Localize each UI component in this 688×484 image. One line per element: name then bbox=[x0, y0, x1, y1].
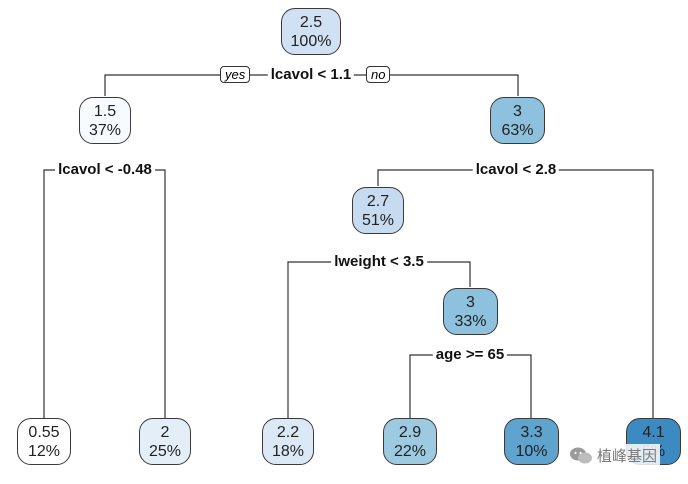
tree-leaf-n10: 3.3 10% bbox=[504, 418, 559, 465]
split-label-root: lcavol < 1.1 bbox=[267, 66, 355, 84]
tree-node-root: 2.5 100% bbox=[281, 8, 341, 55]
node-percent: 25% bbox=[148, 442, 182, 460]
wechat-icon bbox=[570, 447, 592, 463]
node-value: 2 bbox=[160, 423, 170, 441]
tree-leaf-n5: 2 25% bbox=[139, 418, 191, 465]
watermark-text: 植峰基因 bbox=[597, 448, 658, 465]
node-value: 3.3 bbox=[520, 423, 543, 441]
no-branch-label: no bbox=[366, 66, 391, 83]
edge-n8 bbox=[409, 354, 532, 418]
tree-node-n6: 2.7 51% bbox=[352, 187, 404, 234]
node-value: 2.5 bbox=[299, 13, 323, 31]
node-percent: 18% bbox=[271, 442, 305, 460]
node-value: 1.5 bbox=[93, 102, 117, 120]
node-percent: 63% bbox=[501, 121, 534, 139]
node-percent: 12% bbox=[27, 442, 61, 460]
node-percent: 51% bbox=[361, 211, 395, 229]
node-percent: 10% bbox=[515, 442, 548, 460]
node-value: 2.7 bbox=[366, 192, 390, 210]
node-percent: 37% bbox=[88, 121, 122, 139]
tree-leaf-n7: 2.2 18% bbox=[262, 418, 314, 465]
watermark: 植峰基因 bbox=[566, 444, 661, 467]
tree-node-n3: 3 63% bbox=[490, 97, 545, 144]
edge-n6 bbox=[287, 261, 471, 418]
node-value: 3 bbox=[466, 293, 475, 311]
split-label-n6: lweight < 3.5 bbox=[331, 253, 427, 271]
edge-n3 bbox=[377, 169, 654, 418]
node-value: 2.9 bbox=[398, 423, 422, 441]
split-label-n2: lcavol < -0.48 bbox=[55, 161, 155, 179]
node-percent: 33% bbox=[454, 312, 487, 330]
node-value: 0.55 bbox=[28, 423, 60, 441]
yes-branch-label: yes bbox=[220, 66, 251, 83]
tree-node-n2: 1.5 37% bbox=[79, 97, 131, 144]
edge-n2 bbox=[43, 169, 166, 418]
split-label-n3: lcavol < 2.8 bbox=[472, 161, 560, 179]
node-percent: 22% bbox=[393, 442, 427, 460]
tree-leaf-n4: 0.55 12% bbox=[17, 418, 71, 465]
node-value: 3 bbox=[513, 102, 522, 120]
split-label-n8: age >= 65 bbox=[432, 346, 508, 364]
tree-leaf-n9: 2.9 22% bbox=[383, 418, 437, 465]
node-value: 2.2 bbox=[276, 423, 300, 441]
tree-node-n8: 3 33% bbox=[443, 288, 498, 335]
node-value: 4.1 bbox=[642, 423, 665, 441]
node-percent: 100% bbox=[290, 32, 332, 50]
